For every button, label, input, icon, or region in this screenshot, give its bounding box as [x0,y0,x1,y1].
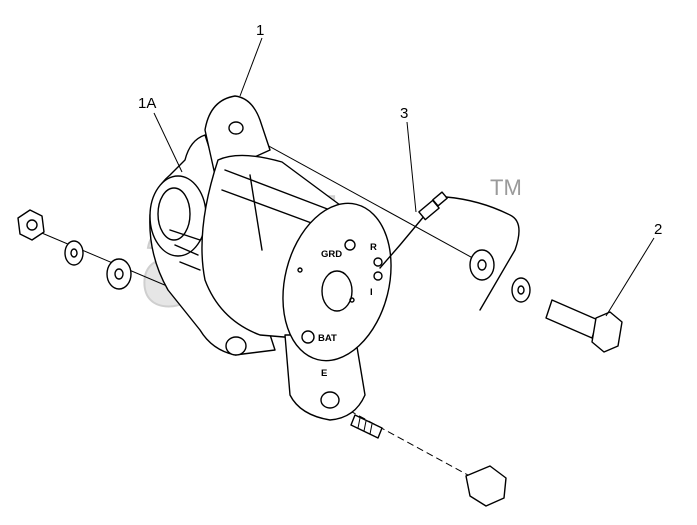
top-mount-hole [228,121,244,135]
i-terminal-stud [373,271,383,281]
shaft-boss [321,270,353,312]
r-terminal-stud [373,257,383,267]
bottom-mount-hole [320,391,340,409]
end-cap [282,202,392,362]
callout-1a: 1A [138,95,156,112]
bat-label: BAT [318,333,337,344]
top-bolt-shank [545,299,599,339]
hex-nut [17,209,45,241]
lower-bolt-head [465,465,507,507]
r-label: R [370,242,377,253]
lower-bolt [350,414,507,507]
callout-1: 1 [256,22,264,39]
top-bolt-head [591,311,623,353]
lock-washer [64,240,84,266]
leader-lines [153,37,655,317]
grd-label: GRD [321,249,342,260]
alternator [149,95,392,421]
wiring-harness [379,191,520,311]
grd-terminal-stud [344,239,356,251]
right-hardware [469,249,623,353]
flat-washer-left [106,258,132,290]
bat-terminal-stud [301,330,315,344]
lock-washer-right [511,277,531,303]
i-label: I [370,287,373,298]
left-hardware [17,209,132,290]
callout-3: 3 [400,105,408,122]
watermark-trademark: TM [490,175,522,200]
flat-washer-right [469,249,495,281]
callout-2: 2 [654,221,662,238]
e-label: E [321,368,327,379]
